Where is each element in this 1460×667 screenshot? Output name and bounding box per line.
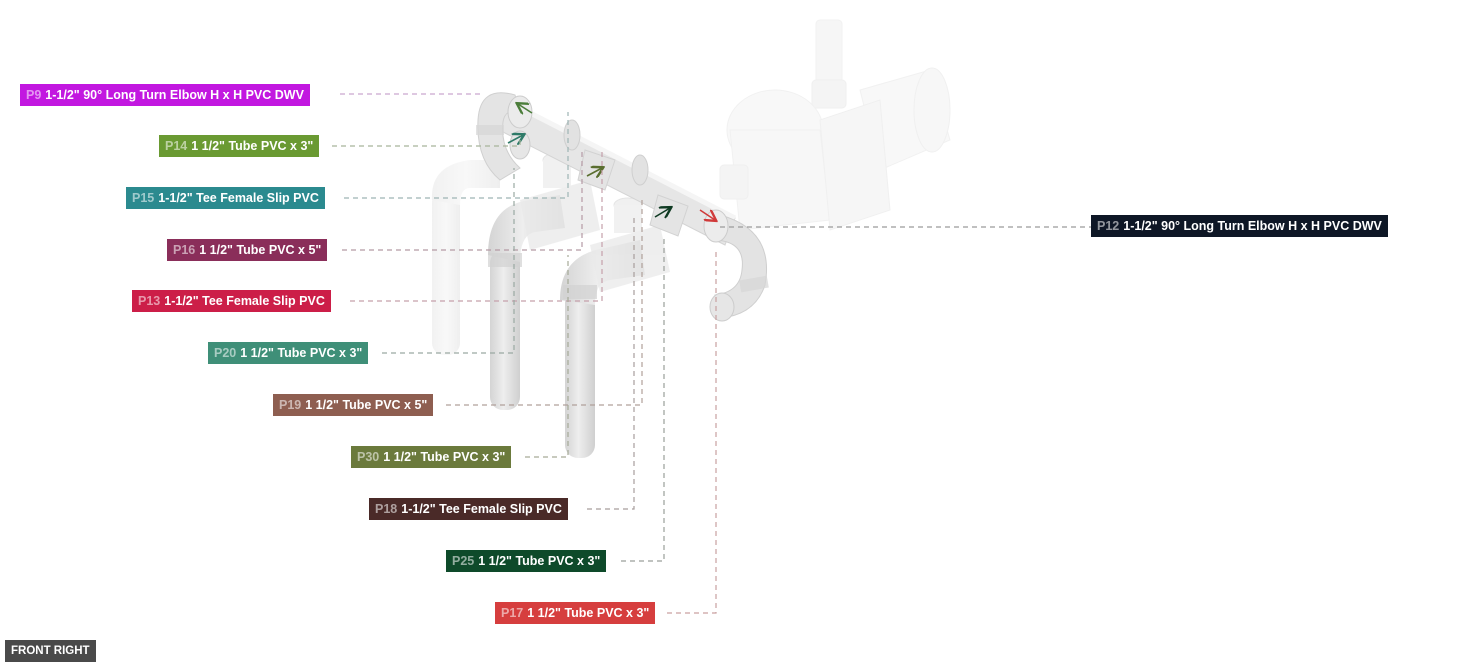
part-id: P14 — [165, 139, 188, 153]
part-id: P16 — [173, 243, 196, 257]
part-name: 1 1/2" Tube PVC x 3" — [478, 554, 601, 568]
flow-arrows — [507, 104, 715, 220]
part-name: 1-1/2" Tee Female Slip PVC — [164, 294, 325, 308]
part-name: 1 1/2" Tube PVC x 3" — [383, 450, 506, 464]
part-name: 1 1/2" Tube PVC x 3" — [527, 606, 650, 620]
pump-ghost — [719, 19, 951, 231]
leader-p20 — [382, 168, 515, 354]
leader-p17 — [667, 250, 717, 614]
part-id: P9 — [26, 88, 42, 102]
part-id: P30 — [357, 450, 380, 464]
leader-p18 — [587, 215, 635, 510]
view-orientation-badge: FRONT RIGHT — [5, 640, 96, 662]
part-id: P15 — [132, 191, 155, 205]
leader-p15 — [344, 112, 569, 199]
part-name: 1 1/2" Tube PVC x 5" — [305, 398, 428, 412]
part-id: P13 — [138, 294, 161, 308]
part-id: P18 — [375, 502, 398, 516]
part-id: P17 — [501, 606, 524, 620]
leader-p13 — [350, 150, 603, 302]
part-name: 1 1/2" Tube PVC x 3" — [191, 139, 314, 153]
leader-lines — [332, 93, 1091, 614]
part-name: 1 1/2" Tube PVC x 3" — [240, 346, 363, 360]
arrow-icon-p25 — [654, 208, 670, 217]
part-id: P19 — [279, 398, 302, 412]
part-name: 1 1/2" Tube PVC x 5" — [199, 243, 322, 257]
leader-p19 — [446, 200, 643, 406]
valve-ghost-2 — [590, 197, 670, 292]
leader-p16 — [342, 148, 583, 251]
arrow-icon-p9 — [518, 104, 533, 113]
part-id: P20 — [214, 346, 237, 360]
part-name: 1-1/2" 90° Long Turn Elbow H x H PVC DWV — [1123, 219, 1382, 233]
part-id: P25 — [452, 554, 475, 568]
part-name: 1-1/2" 90° Long Turn Elbow H x H PVC DWV — [45, 88, 304, 102]
arrow-icon-p12 — [699, 209, 715, 220]
part-name: 1-1/2" Tee Female Slip PVC — [158, 191, 319, 205]
part-id: P12 — [1097, 219, 1120, 233]
pipe-ghost-left — [431, 160, 500, 355]
arrow-icon-p15 — [586, 168, 602, 176]
arrow-icon-p14 — [507, 135, 523, 143]
part-name: 1-1/2" Tee Female Slip PVC — [401, 502, 562, 516]
